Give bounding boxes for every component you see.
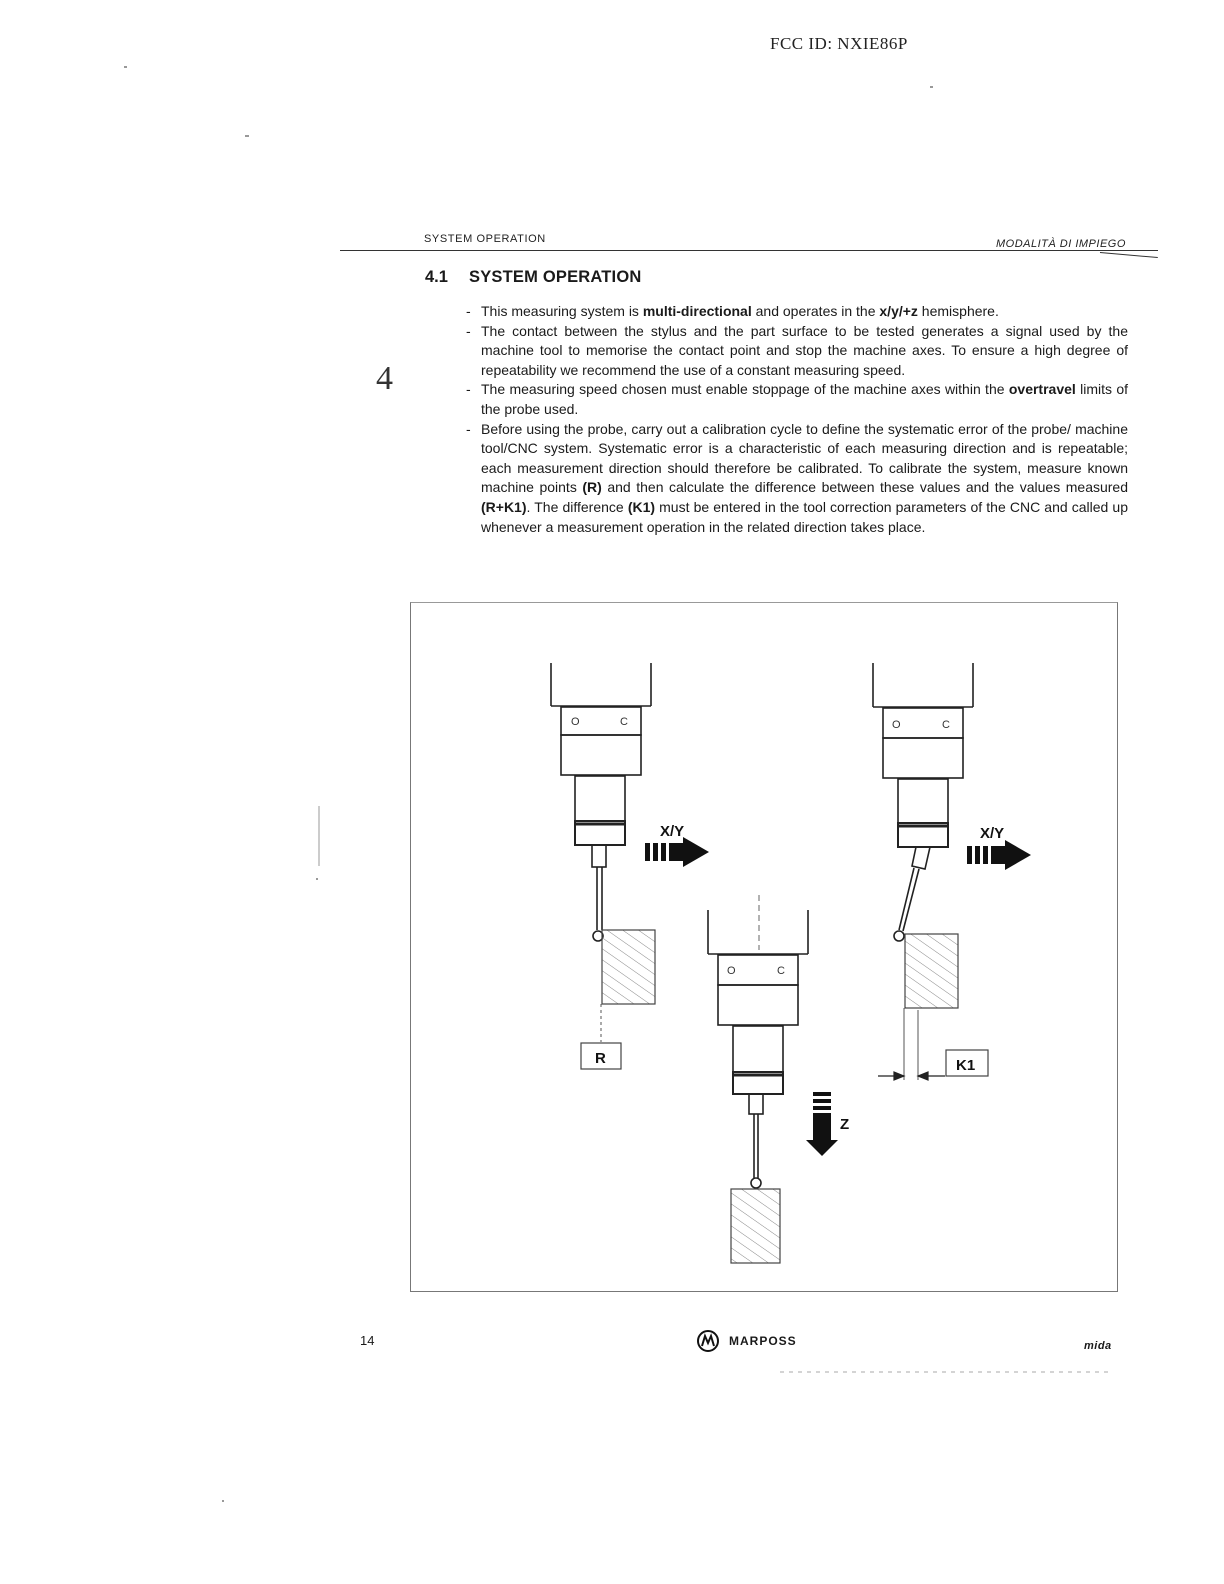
scan-speck [245, 135, 249, 137]
scan-speck [930, 86, 933, 88]
bullet-dash: - [466, 303, 471, 319]
probe-middle [707, 910, 809, 1189]
label-xy-right: X/Y [980, 825, 1004, 842]
scan-speck [124, 66, 127, 68]
collar-mark-left-b: C [620, 716, 628, 728]
label-z: Z [840, 1116, 849, 1133]
collar-mark-mid-a: O [727, 965, 736, 977]
bullet-dash: - [466, 420, 471, 437]
body-text: hemisphere. [917, 303, 999, 319]
brand-name: MARPOSS [729, 1334, 797, 1348]
workpiece-left [601, 929, 656, 1005]
scan-speck [316, 878, 318, 880]
fcc-id-stamp: FCC ID: NXIE86P [770, 34, 908, 53]
bullet-item: -The measuring speed chosen must enable … [466, 380, 1128, 419]
body-text: limits of the probe used. [481, 381, 1129, 417]
label-xy-left: X/Y [660, 823, 684, 840]
bullet-dash: - [466, 322, 471, 339]
scan-speck [318, 806, 320, 866]
body-text: The contact between the stylus and the p… [481, 322, 1128, 378]
running-header-left: SYSTEM OPERATION [424, 233, 546, 245]
body-text: The measuring speed chosen must enable s… [481, 381, 1009, 398]
body-text: and operates in the [751, 303, 880, 319]
bold-text: (R+K1) [481, 498, 527, 515]
section-title: SYSTEM OPERATION [469, 268, 642, 286]
marposs-logo-icon [697, 1330, 719, 1352]
arrow-z-icon [806, 1092, 838, 1156]
label-r-box [580, 1042, 622, 1070]
label-k1-box [945, 1049, 989, 1077]
bullet-list: -This measuring system is multi-directio… [466, 302, 1128, 537]
collar-mark-mid-b: C [777, 965, 785, 977]
probe-left [550, 663, 652, 942]
bold-text: x/y/+z [879, 303, 918, 319]
bullet-item: -The contact between the stylus and the … [466, 322, 1128, 381]
body-text: . The difference [526, 498, 628, 515]
arrow-xy-right-icon [967, 840, 1031, 870]
collar-mark-right-a: O [892, 719, 901, 731]
bold-text: (K1) [627, 498, 656, 515]
scan-speck [222, 1500, 224, 1502]
section-number: 4.1 [425, 268, 448, 286]
body-text: Before using the probe, carry out a cali… [481, 420, 1128, 496]
body-text: and then calculate the difference betwee… [601, 479, 1128, 496]
arrow-xy-left-icon [645, 837, 709, 867]
bold-text: overtravel [1008, 381, 1076, 398]
workpiece-middle [730, 1188, 781, 1264]
bullet-item: -This measuring system is multi-directio… [466, 302, 1128, 322]
body-text: must be entered in the tool correction p… [481, 498, 1128, 535]
running-header-right: MODALITÀ DI IMPIEGO [996, 238, 1126, 250]
handwritten-chapter-mark: 4 [376, 360, 393, 397]
header-rule [340, 250, 1158, 251]
bullet-dash: - [466, 381, 471, 398]
label-r: R [595, 1050, 606, 1067]
collar-mark-right-b: C [942, 719, 950, 731]
probe-right [872, 663, 974, 942]
label-k1: K1 [956, 1057, 975, 1074]
product-name: mida [1084, 1340, 1112, 1352]
bold-text: multi-directional [642, 303, 752, 319]
bullet-item: -Before using the probe, carry out a cal… [466, 420, 1128, 538]
workpiece-right [904, 933, 959, 1009]
dimension-k1 [878, 1071, 945, 1081]
page-number: 14 [360, 1333, 375, 1348]
bold-text: (R) [582, 479, 602, 496]
collar-mark-left-a: O [571, 716, 580, 728]
body-text: This measuring system is [481, 303, 643, 319]
figure-frame [410, 602, 1118, 1292]
